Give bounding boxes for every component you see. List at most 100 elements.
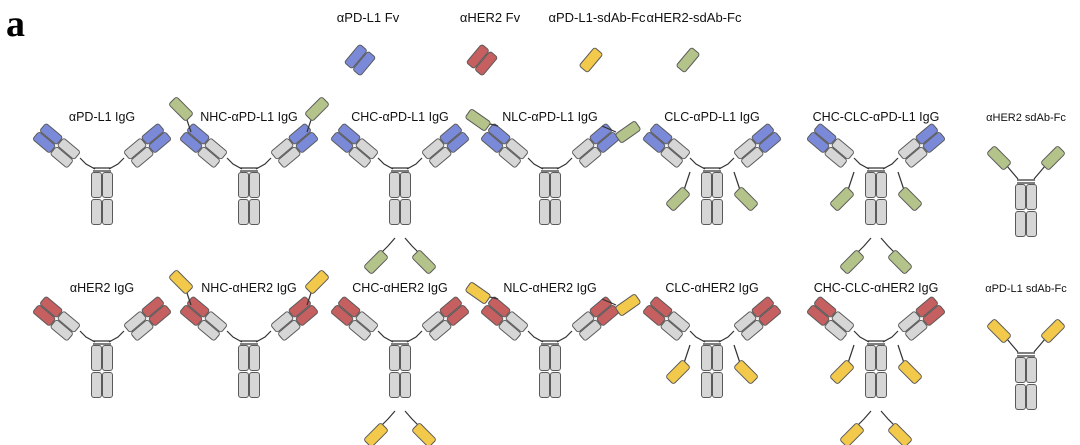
- vl-domain: [148, 305, 171, 326]
- ch-domain: [91, 372, 102, 398]
- hinge-left: [377, 157, 394, 170]
- vh-domain: [481, 305, 504, 326]
- ch-domain: [701, 199, 712, 225]
- cl-domain: [667, 311, 690, 333]
- fc-region: [1015, 179, 1037, 237]
- fab-arm-right: [898, 123, 945, 168]
- fab-arm-left: [33, 123, 80, 168]
- cl-domain: [57, 311, 80, 333]
- sdab-domain: [305, 97, 329, 121]
- sdab-domain: [465, 282, 491, 304]
- vl-domain: [758, 132, 781, 153]
- cl-domain: [831, 311, 854, 333]
- fv-swatch-domain: [475, 51, 498, 76]
- ch1-domain: [824, 146, 847, 168]
- vh-domain: [751, 123, 774, 145]
- sdab-domain: [364, 250, 388, 274]
- sdab-domain: [666, 360, 690, 384]
- ch-domain: [389, 172, 400, 198]
- cl-domain: [57, 138, 80, 160]
- sdab-linker: [306, 119, 312, 133]
- fab-arm-left: [180, 123, 227, 168]
- vh-domain: [751, 296, 774, 318]
- fab-arm-right: [271, 123, 318, 168]
- ch1-domain: [348, 146, 371, 168]
- ch-domain: [102, 345, 113, 371]
- vl-domain: [922, 305, 945, 326]
- fc-region: [701, 340, 723, 398]
- sdab-domain: [888, 423, 912, 445]
- vl-domain: [40, 123, 63, 145]
- construct-sdabfc: αHER2 sdAb-Fc: [986, 112, 1066, 237]
- cl-domain: [204, 138, 227, 160]
- ch-domain: [102, 172, 113, 198]
- construct-nlc: NLC-αHER2 IgG: [465, 281, 641, 398]
- ch-domain: [400, 372, 411, 398]
- vl-domain: [488, 296, 511, 318]
- ch-domain: [1015, 384, 1026, 410]
- ch1-domain: [348, 319, 371, 341]
- cl-domain: [131, 146, 154, 168]
- ch-domain: [712, 345, 723, 371]
- ch-domain: [550, 372, 561, 398]
- sdab-domain: [305, 97, 329, 121]
- fc-region: [539, 167, 561, 225]
- vl-domain: [650, 123, 673, 145]
- sdab-linker: [381, 410, 396, 426]
- construct-sdabfc: αPD-L1 sdAb-Fc: [985, 283, 1067, 410]
- sdab-domain: [1041, 146, 1065, 170]
- ch-domain: [876, 372, 887, 398]
- hinge-right: [108, 330, 125, 343]
- fc-region: [539, 340, 561, 398]
- construct-label: CLC-αHER2 IgG: [665, 281, 758, 295]
- ch1-domain: [124, 311, 147, 333]
- sdab-linker: [381, 237, 396, 253]
- ch1-domain: [50, 319, 73, 341]
- legend-fv-swatch: [344, 44, 376, 76]
- legend-sdab-swatch: [676, 47, 700, 73]
- sdab-linker: [1033, 165, 1046, 180]
- ch-domain: [539, 172, 550, 198]
- sdab-domain: [412, 250, 436, 274]
- sdab-linker: [880, 237, 895, 253]
- sdab-domain: [465, 109, 491, 131]
- hinge-left: [79, 330, 96, 343]
- fc-region: [91, 340, 113, 398]
- ch-domain: [389, 372, 400, 398]
- sdab-domain: [840, 250, 864, 274]
- vh-domain: [643, 305, 666, 326]
- vh-domain: [915, 123, 938, 145]
- ch-domain: [712, 172, 723, 198]
- ch-domain: [249, 172, 260, 198]
- construct-chcclc: CHC-CLC-αHER2 IgG: [807, 281, 945, 445]
- ch-domain: [550, 345, 561, 371]
- sdab-domain: [888, 250, 912, 274]
- vh-domain: [589, 123, 612, 145]
- legend-item: αPD-L1 Fv: [337, 10, 400, 76]
- sdab-domain: [734, 360, 758, 384]
- sdab-domain: [615, 121, 641, 143]
- vl-domain: [488, 123, 511, 145]
- sdab-domain: [1041, 319, 1065, 343]
- sdab-domain: [666, 187, 690, 211]
- vh-domain: [807, 132, 830, 153]
- hinge-left: [527, 157, 544, 170]
- cl-domain: [905, 319, 928, 341]
- ch1-domain: [898, 311, 921, 333]
- fab-arm-left: [807, 296, 854, 341]
- construct-label: CHC-CLC-αHER2 IgG: [814, 281, 939, 295]
- legend-fv-swatch: [466, 44, 498, 76]
- construct-igg: αHER2 IgG: [33, 281, 171, 398]
- legend-label: αPD-L1-sdAb-Fc: [548, 10, 646, 25]
- vl-domain: [40, 296, 63, 318]
- fv-swatch-domain: [466, 44, 489, 69]
- ch-domain: [712, 199, 723, 225]
- ch-domain: [1015, 357, 1026, 383]
- ch-domain: [865, 372, 876, 398]
- legend-sdab-swatch: [676, 47, 700, 73]
- ch-domain: [701, 345, 712, 371]
- sdab-domain: [465, 282, 491, 304]
- hinge-left: [226, 330, 243, 343]
- hinge-left: [689, 157, 706, 170]
